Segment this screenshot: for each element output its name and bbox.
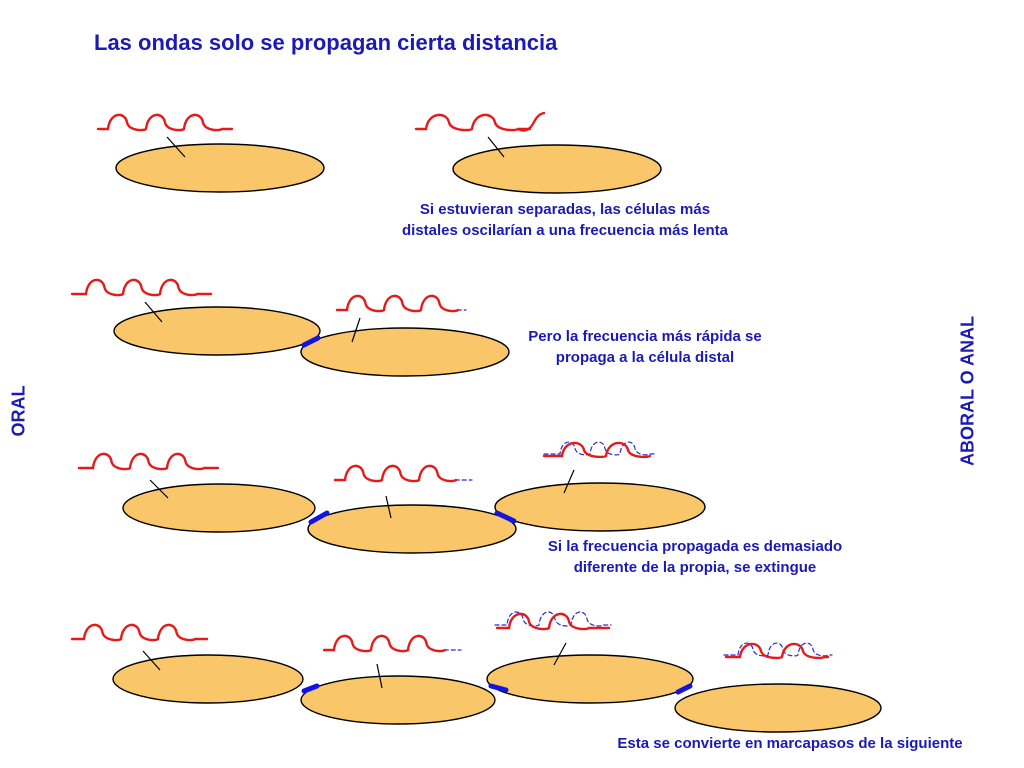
slow-wave-icon [542,441,652,459]
propagated-wave-icon [723,642,833,657]
smooth-muscle-cell [452,144,662,194]
propagated-wave-icon [494,611,612,627]
electrode-icon [149,479,169,499]
slow-wave-icon [322,634,447,653]
smooth-muscle-cell [300,327,510,377]
electrode-icon [351,317,361,343]
slow-wave-icon [495,612,611,631]
electrode-icon [385,495,392,519]
slow-wave-icon [77,452,220,471]
caption-new-pacemaker: Esta se convierte en marcapasos de la si… [617,735,963,752]
slow-wave-icon [333,464,458,483]
electrode-icon [376,663,383,689]
electrode-icon [487,136,505,158]
propagated-wave-icon [543,441,655,456]
smooth-muscle-cell [300,675,496,725]
smooth-muscle-cell [112,654,304,704]
slow-wave-icon [335,294,460,313]
slow-wave-icon [70,278,213,297]
gap-junction-icon [675,683,693,695]
slow-wave-icon [96,113,234,132]
electrode-icon [563,469,575,494]
slow-wave-icon [516,111,546,132]
caption-separated-cells: Si estuvieran separadas, las células más… [402,201,728,239]
gap-junction-icon [494,510,517,524]
gap-junction-icon [308,510,330,525]
smooth-muscle-cell [307,504,517,554]
smooth-muscle-cell [494,482,706,532]
smooth-muscle-cell [674,683,882,733]
page-title: Las ondas solo se propagan cierta distan… [94,30,558,55]
gap-junction-icon [301,683,320,694]
gap-junction-icon [488,683,509,693]
electrode-icon [142,650,161,671]
smooth-muscle-cell [113,306,321,356]
gap-junction-icon [301,335,321,348]
oral-label: ORAL [8,385,29,437]
smooth-muscle-cell [115,143,325,193]
smooth-muscle-cell [122,483,316,533]
aboral-label: ABORAL O ANAL [957,316,978,466]
slow-wave-icon [724,642,830,660]
slow-wave-icon [70,623,209,642]
electrode-icon [166,136,186,158]
electrode-icon [144,301,163,323]
smooth-muscle-cell [486,654,694,704]
slow-wave-icon [414,113,532,132]
electrode-icon [553,642,567,666]
